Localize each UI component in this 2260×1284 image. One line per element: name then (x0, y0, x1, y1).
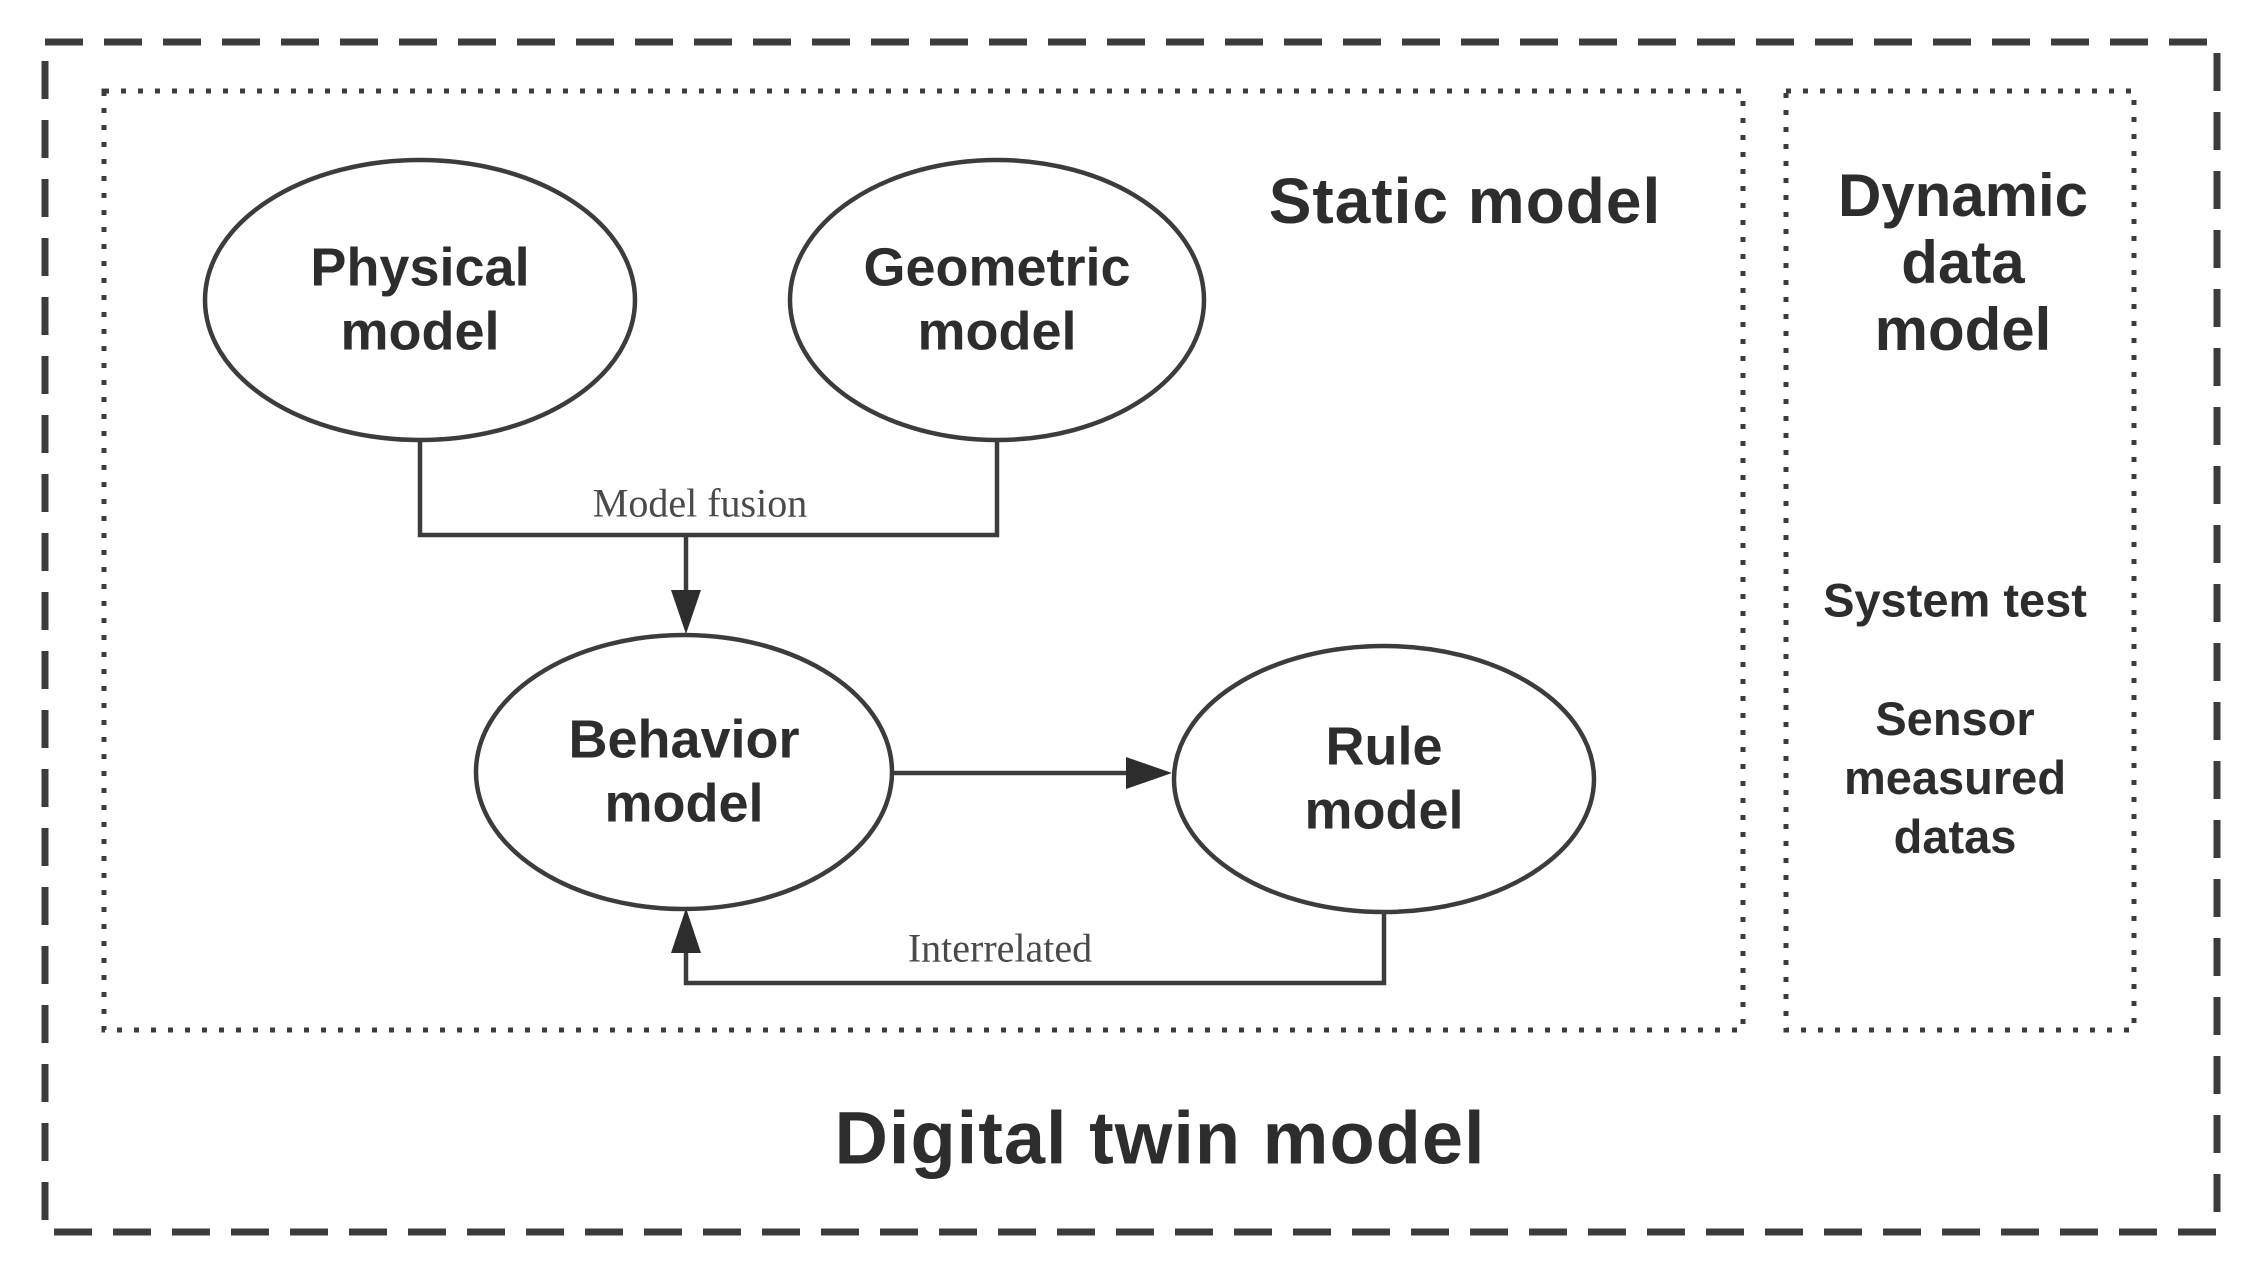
node-geometric-model (787, 157, 1207, 443)
node-rule-model (1171, 643, 1597, 915)
static-model-border (101, 88, 1746, 1033)
system-test-text: System test (1823, 573, 2087, 627)
physical-model-label: Physical model (310, 237, 530, 361)
geometric-model-label: Geometric model (863, 237, 1131, 361)
arrowhead-down-icon (671, 590, 701, 634)
node-physical-model (202, 157, 638, 443)
digital-twin-model-border (41, 38, 2221, 1236)
dynamic-data-model-border (1783, 88, 2137, 1033)
arrowhead-right-icon (1126, 757, 1172, 789)
model-fusion-connector (417, 440, 1000, 538)
diagram-title: Digital twin model (834, 1096, 1486, 1180)
rule-model-label: Rule model (1304, 716, 1464, 840)
interrelated-edge-label: Interrelated (907, 925, 1093, 971)
static-model-region-label: Static model (1268, 165, 1662, 238)
arrowhead-up-icon (671, 908, 701, 953)
sensor-measured-datas-text: Sensor measured datas (1843, 692, 2067, 864)
interrelated-connector (683, 912, 1387, 986)
behavior-model-label: Behavior model (568, 709, 800, 833)
model-fusion-edge-label: Model fusion (592, 480, 808, 526)
dynamic-data-model-region-label: Dynamic data model (1837, 162, 2089, 364)
node-behavior-model (473, 632, 895, 912)
